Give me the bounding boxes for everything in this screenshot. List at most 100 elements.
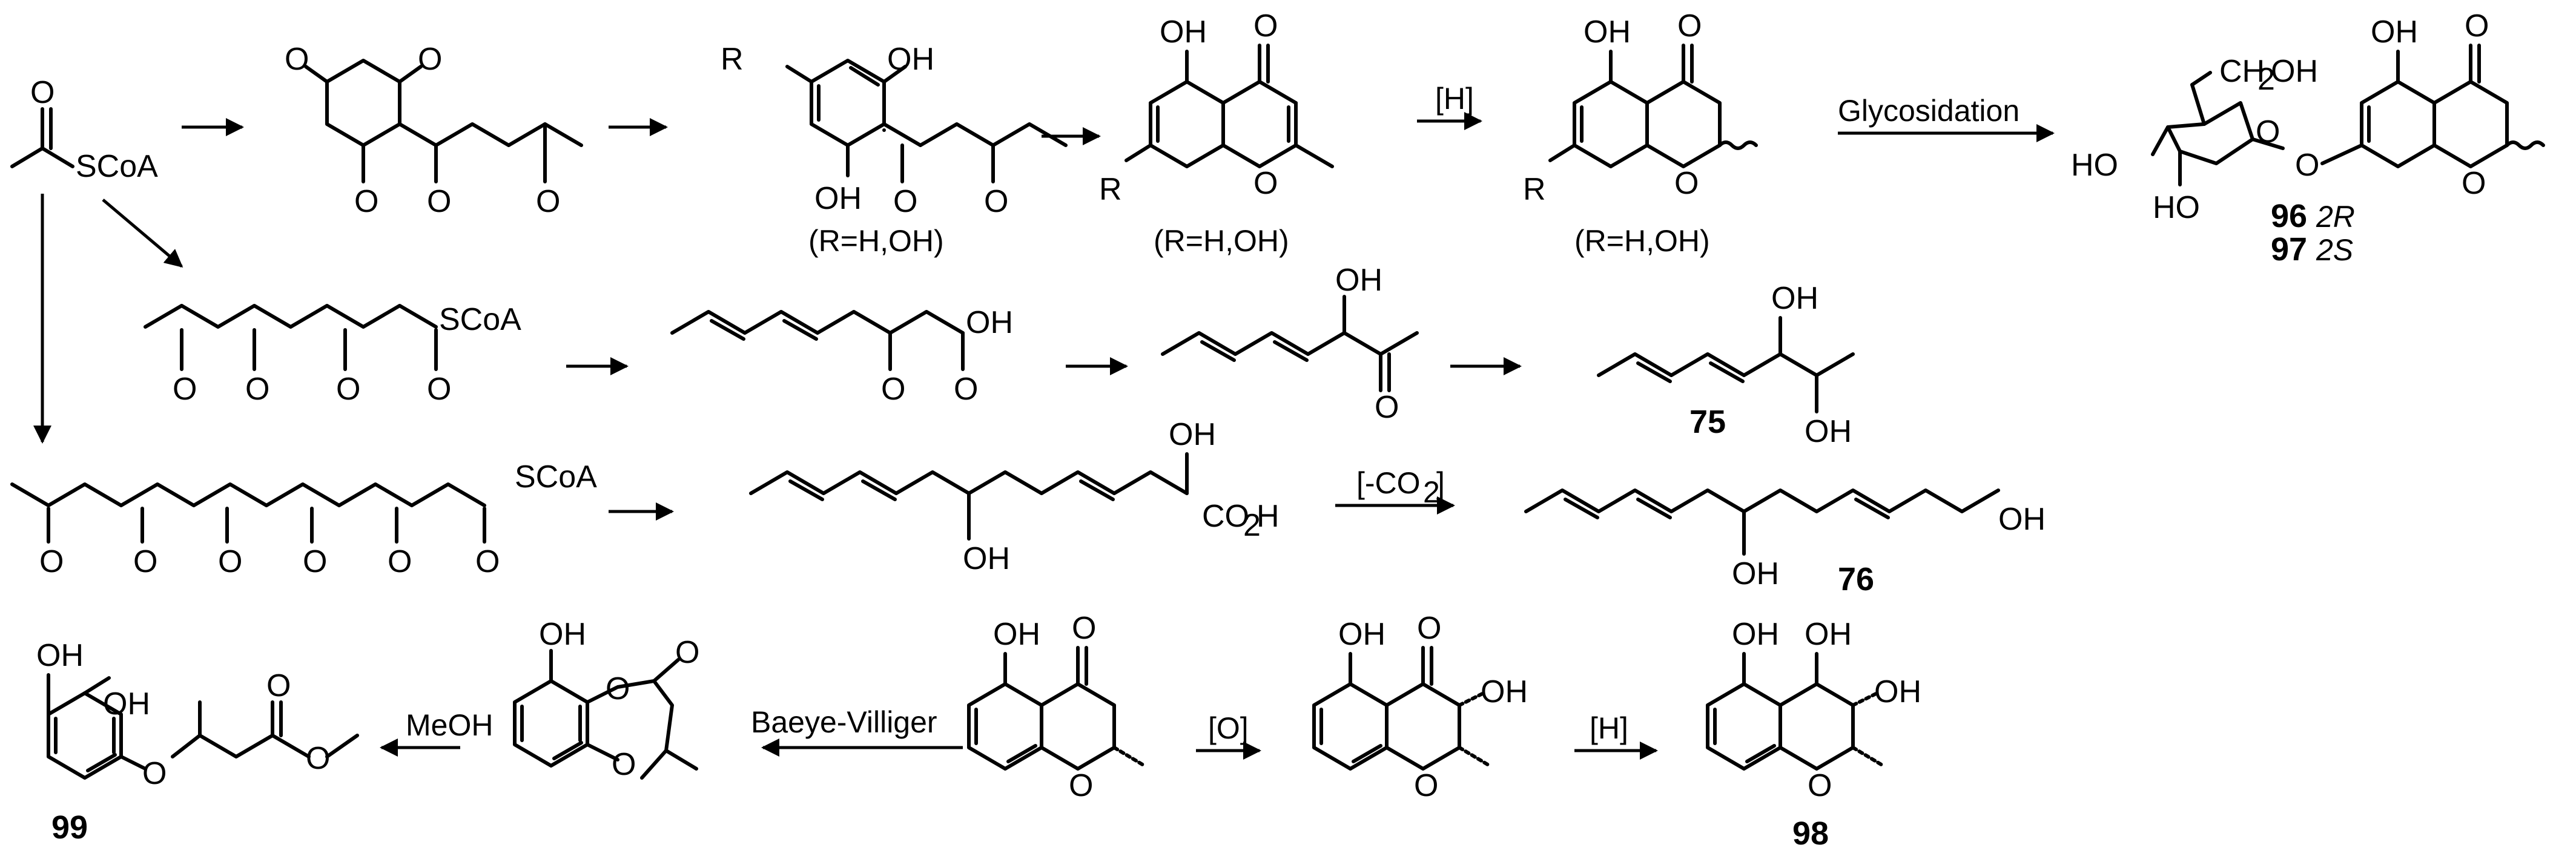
atom-label: O <box>388 544 412 579</box>
atom-label: O <box>2256 114 2280 150</box>
compound-number: 75 <box>1689 404 1726 440</box>
atom-label: O <box>133 544 157 579</box>
atom-label: O <box>30 75 54 110</box>
atom-label: OH <box>1771 281 1818 316</box>
dienyl-hydroxyketone: OH O <box>1161 263 1419 425</box>
atom-label: O <box>218 544 242 579</box>
atom-label: O <box>173 372 197 407</box>
atom-label: 2 <box>2257 62 2275 97</box>
stereo-label: 2R <box>2316 200 2355 234</box>
atom-label: R <box>1523 172 1546 207</box>
atom-label: O <box>39 544 64 579</box>
atom-label: O <box>2295 148 2319 183</box>
atom-label: O <box>1072 611 1096 646</box>
atom-label: O <box>612 747 636 782</box>
compound-76: OH OH 76 <box>1524 488 2046 597</box>
atom-label: O <box>427 184 451 219</box>
r-group-note: (R=H,OH) <box>808 224 944 258</box>
atom-label: CO <box>1202 499 1249 534</box>
atom-label: O <box>142 756 167 791</box>
atom-label: O <box>1414 768 1438 803</box>
atom-label: OH <box>1805 617 1852 652</box>
atom-label: OH <box>1998 502 2046 537</box>
atom-label: OH <box>1805 414 1852 449</box>
atom-label: O <box>303 544 327 579</box>
r-group-note: (R=H,OH) <box>1154 224 1289 258</box>
atom-label: OH <box>2371 15 2418 50</box>
atom-label: OH <box>2271 54 2318 89</box>
tetraketide-coa: O O O O SCoA <box>144 302 521 407</box>
reagent-label: [H] <box>1590 711 1628 745</box>
atom-label: O <box>285 42 309 77</box>
atom-label: SCoA <box>439 302 521 337</box>
atom-label: O <box>1808 768 1832 803</box>
dienyl-hydroxy-acid: OH OH CO 2 H <box>749 417 1280 576</box>
compound-number: 99 <box>51 809 88 846</box>
reagent-label: 2 <box>1423 475 1440 509</box>
atom-label: OH <box>887 42 934 77</box>
atom-label: R <box>1099 172 1122 207</box>
atom-label: OH <box>539 617 586 652</box>
atom-label: O <box>475 544 500 579</box>
atom-label: O <box>893 184 917 219</box>
atom-label: O <box>427 372 451 407</box>
atom-label: OH <box>1335 263 1382 298</box>
compound-number: 96 <box>2271 198 2307 234</box>
atom-label: O <box>306 741 330 776</box>
glycoside-96-97: CH 2 OH O HO HO O OH O O 96 2R 97 2S <box>2071 8 2545 268</box>
atom-label: OH <box>1338 617 1385 652</box>
reagent-label: ] <box>1436 466 1445 500</box>
stereo-label: 2S <box>2316 233 2353 267</box>
atom-label: H <box>1257 499 1280 534</box>
atom-label: O <box>1253 8 1278 44</box>
compound-99: OH OH O O O 99 <box>36 638 359 846</box>
compound-98: OH OH OH O 98 <box>1706 617 1921 852</box>
atom-label: O <box>984 184 1008 219</box>
hydroxy-chromanone: OH O OH O <box>1312 611 1528 803</box>
atom-label: OH <box>814 181 862 216</box>
atom-label: OH <box>966 305 1013 340</box>
atom-label: HO <box>2153 190 2200 225</box>
atom-label: O <box>881 372 905 407</box>
reaction-arrow <box>102 199 183 268</box>
methyl-chromanone: OH O O <box>967 611 1146 803</box>
reagent-label: [-CO <box>1356 466 1421 500</box>
atom-label: SCoA <box>76 149 158 184</box>
atom-label: R <box>721 42 744 77</box>
atom-label: O <box>954 372 978 407</box>
atom-label: O <box>675 635 699 670</box>
atom-label: OH <box>963 541 1010 576</box>
compound-number: 97 <box>2271 231 2307 268</box>
compound-number: 98 <box>1792 815 1829 852</box>
atom-label: O <box>2462 166 2486 201</box>
chromone: OH O O R (R=H,OH) <box>1099 8 1334 258</box>
atom-label: SCoA <box>515 459 597 495</box>
hexaketide-coa: O O O O O O SCoA <box>10 459 597 579</box>
chromanone: OH O O R (R=H,OH) <box>1523 8 1758 258</box>
reagent-label: MeOH <box>406 708 493 742</box>
acetyl-coa: O SCoA <box>10 75 158 184</box>
atom-label: OH <box>993 617 1040 652</box>
cyclohexanetrione-intermediate: O O O O O <box>285 42 583 219</box>
r-group-note: (R=H,OH) <box>1574 224 1710 258</box>
compound-75: OH OH 75 <box>1597 281 1855 449</box>
atom-label: O <box>1375 390 1399 425</box>
aromatic-diketone: R OH OH O O (R=H,OH) <box>721 42 1068 258</box>
compound-number: 76 <box>1838 561 1874 597</box>
atom-label: HO <box>2071 148 2118 183</box>
reagent-label: Glycosidation <box>1838 94 2020 128</box>
atom-label: OH <box>1160 15 1207 50</box>
atom-label: O <box>354 184 378 219</box>
atom-label: OH <box>1584 15 1631 50</box>
atom-label: O <box>418 42 442 77</box>
atom-label: OH <box>103 686 150 722</box>
atom-label: OH <box>1481 674 1528 709</box>
dienyl-keto-acid: O O OH <box>670 305 1013 407</box>
atom-label: CH <box>2219 54 2265 89</box>
atom-label: O <box>1417 611 1441 646</box>
atom-label: O <box>606 671 630 706</box>
atom-label: OH <box>1732 617 1779 652</box>
atom-label: O <box>2465 8 2489 44</box>
atom-label: O <box>1677 8 1702 44</box>
